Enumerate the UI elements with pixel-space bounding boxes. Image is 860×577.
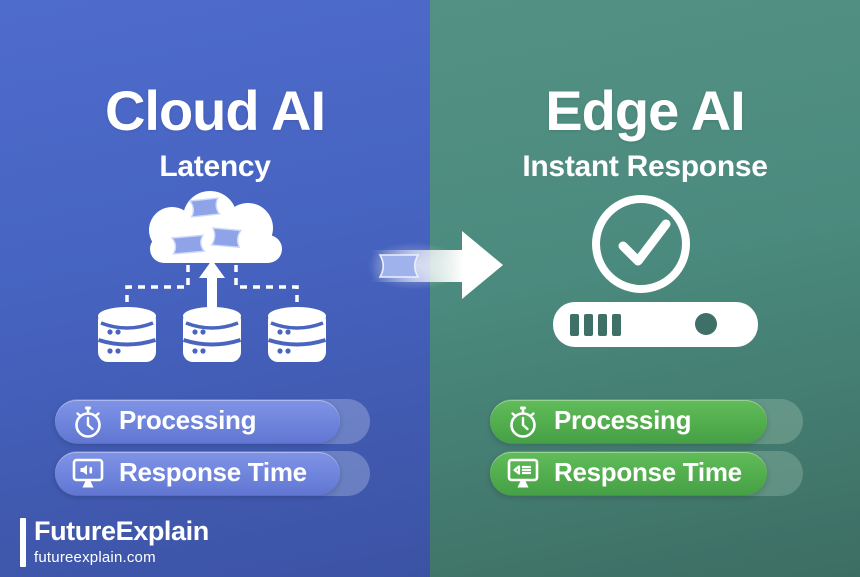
database-icon <box>182 307 242 362</box>
cloud-icon <box>149 191 282 263</box>
stopwatch-icon <box>510 406 536 438</box>
data-packet-icon <box>378 254 420 278</box>
upload-arrow-icon <box>199 260 225 308</box>
cloud-network-illustration <box>97 191 327 362</box>
edge-device-icon <box>553 302 758 347</box>
data-packet-icon <box>170 197 243 255</box>
cloud-processing-badge: Processing <box>55 400 340 443</box>
badge-label: Processing <box>554 405 692 435</box>
brand-name: FutureExplain <box>34 516 209 546</box>
monitor-audio-icon <box>72 458 104 487</box>
check-circle-icon <box>592 195 690 293</box>
cloud-ai-title: Cloud AI <box>104 79 326 142</box>
edge-response-time-badge: Response Time <box>490 452 767 495</box>
database-icon <box>267 307 327 362</box>
brand-divider-bar <box>20 518 26 567</box>
brand-footer: FutureExplain futureexplain.com <box>20 516 209 567</box>
cloud-ai-subtitle: Latency <box>159 150 271 183</box>
edge-processing-badge: Processing <box>490 400 767 443</box>
edge-ai-title: Edge AI <box>545 79 745 142</box>
database-icon <box>97 307 157 362</box>
badge-label: Processing <box>119 405 257 435</box>
edge-ai-subtitle: Instant Response <box>522 150 768 183</box>
cloud-response-time-badge: Response Time <box>55 452 340 495</box>
stopwatch-icon <box>75 406 101 438</box>
brand-website: futureexplain.com <box>34 548 156 566</box>
edge-device-illustration <box>553 195 758 347</box>
flow-arrow-icon <box>367 231 503 299</box>
arrow-head <box>462 231 503 299</box>
monitor-list-icon <box>507 458 539 487</box>
dashed-connector <box>125 265 299 305</box>
badge-label: Response Time <box>119 457 307 487</box>
badge-label: Response Time <box>554 457 742 487</box>
